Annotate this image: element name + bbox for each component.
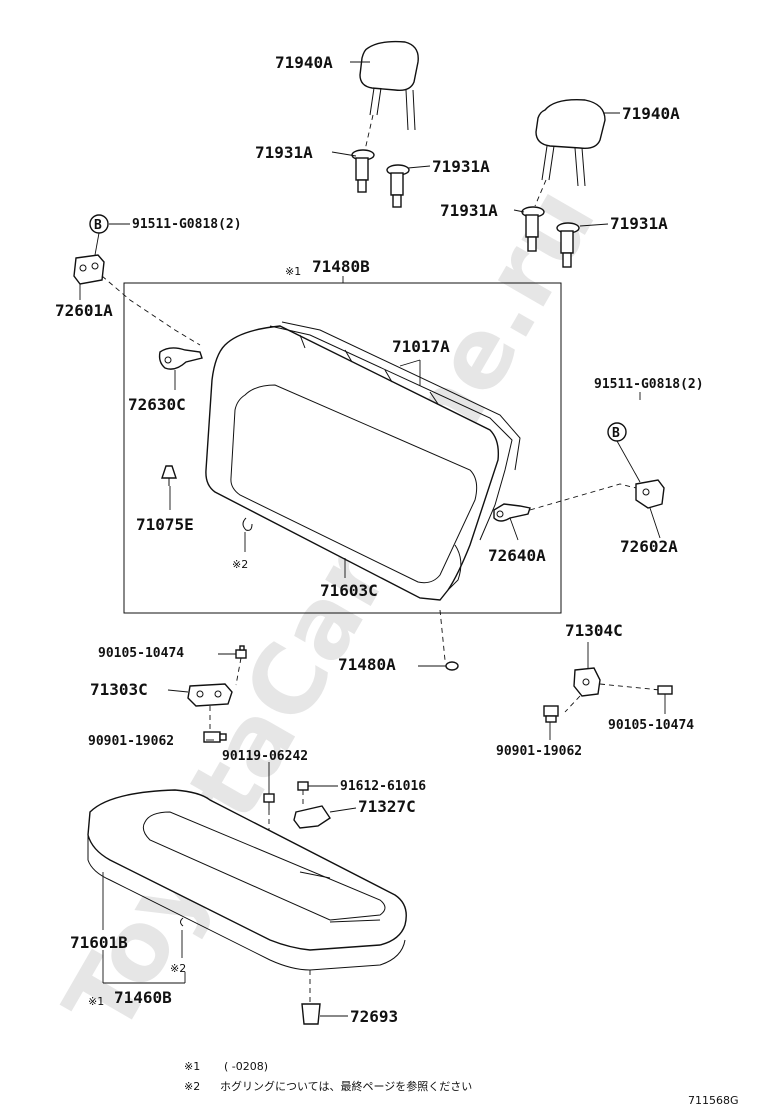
hog-ring-back	[242, 517, 253, 531]
label-screw: 90119-06242	[222, 749, 308, 764]
label-frame: 71017A	[392, 337, 450, 356]
headrest-right[interactable]	[535, 99, 606, 187]
label-bolt-a: 90105-10474	[98, 646, 184, 661]
label-hinge-left: 71303C	[90, 680, 148, 699]
label-hog-ring-mark-2: ※2	[170, 962, 186, 975]
label-hog-ring-mark: ※2	[232, 558, 248, 571]
label-cushion-mark: ※1	[88, 995, 104, 1008]
headrest-support-2[interactable]	[386, 164, 410, 208]
label-bolt-b: 90105-10474	[608, 718, 694, 733]
label-support-2: 71931A	[432, 157, 490, 176]
hog-ring-cushion	[180, 917, 184, 927]
pin-right[interactable]	[543, 705, 559, 723]
seat-back[interactable]	[205, 321, 521, 601]
seat-back-bracket-left[interactable]	[73, 254, 105, 285]
seat-back-assembly-box	[123, 282, 562, 614]
label-lock-right: 72640A	[488, 546, 546, 565]
label-pin-left: 90901-19062	[88, 734, 174, 749]
seat-back-lock-left[interactable]	[158, 347, 203, 370]
note-1-mark: ※1	[184, 1060, 200, 1073]
seat-back-lock-right[interactable]	[493, 503, 531, 522]
label-back-sub: 71480A	[338, 655, 396, 674]
label-headrest-left: 71940A	[275, 53, 333, 72]
label-support-3: 71931A	[440, 201, 498, 220]
seat-back-sub-part[interactable]	[445, 661, 459, 671]
label-hook: 71327C	[358, 797, 416, 816]
label-lock-left: 72630C	[128, 395, 186, 414]
seat-back-bracket-right[interactable]	[635, 479, 665, 509]
label-stopper: 72693	[350, 1007, 398, 1026]
label-hinge-right: 71304C	[565, 621, 623, 640]
headrest-support-1[interactable]	[351, 149, 375, 193]
bolt-mark-right-text: B	[612, 426, 620, 441]
label-bolt-right: 91511-G0818(2)	[594, 377, 704, 392]
bolt-c[interactable]	[297, 781, 309, 791]
label-bolt-left: 91511-G0818(2)	[132, 217, 242, 232]
bolt-b[interactable]	[657, 685, 673, 695]
label-bracket-left: 72601A	[55, 301, 113, 320]
clip[interactable]	[161, 465, 177, 486]
label-cushion-cover: 71601B	[70, 933, 128, 952]
label-headrest-right: 71940A	[622, 104, 680, 123]
label-cushion-assy: 71460B	[114, 988, 172, 1007]
label-clip: 71075E	[136, 515, 194, 534]
pin-left[interactable]	[203, 731, 227, 743]
label-support-1: 71931A	[255, 143, 313, 162]
note-2-text: ホグリングについては、最終ページを参照ください	[220, 1079, 472, 1093]
diagram-code: 711568G	[688, 1094, 739, 1107]
label-back-assy: 71480B	[312, 257, 370, 276]
seat-hinge-left[interactable]	[187, 683, 233, 707]
note-2-mark: ※2	[184, 1080, 200, 1093]
seat-cushion-hook[interactable]	[293, 805, 331, 829]
label-back-cover: 71603C	[320, 581, 378, 600]
seat-hinge-right[interactable]	[573, 667, 601, 697]
label-support-4: 71931A	[610, 214, 668, 233]
bolt-a[interactable]	[235, 645, 247, 659]
headrest-left[interactable]	[359, 40, 419, 131]
headrest-support-3[interactable]	[521, 206, 545, 252]
note-1-text: ( -0208)	[224, 1060, 268, 1073]
stopper[interactable]	[301, 1003, 321, 1025]
seat-cushion[interactable]	[87, 789, 407, 971]
label-bolt-c: 91612-61016	[340, 779, 426, 794]
bolt-mark-left-text: B	[94, 218, 102, 233]
label-pin-right: 90901-19062	[496, 744, 582, 759]
headrest-support-4[interactable]	[556, 222, 580, 268]
label-bracket-right: 72602A	[620, 537, 678, 556]
label-back-assy-mark: ※1	[285, 265, 301, 278]
